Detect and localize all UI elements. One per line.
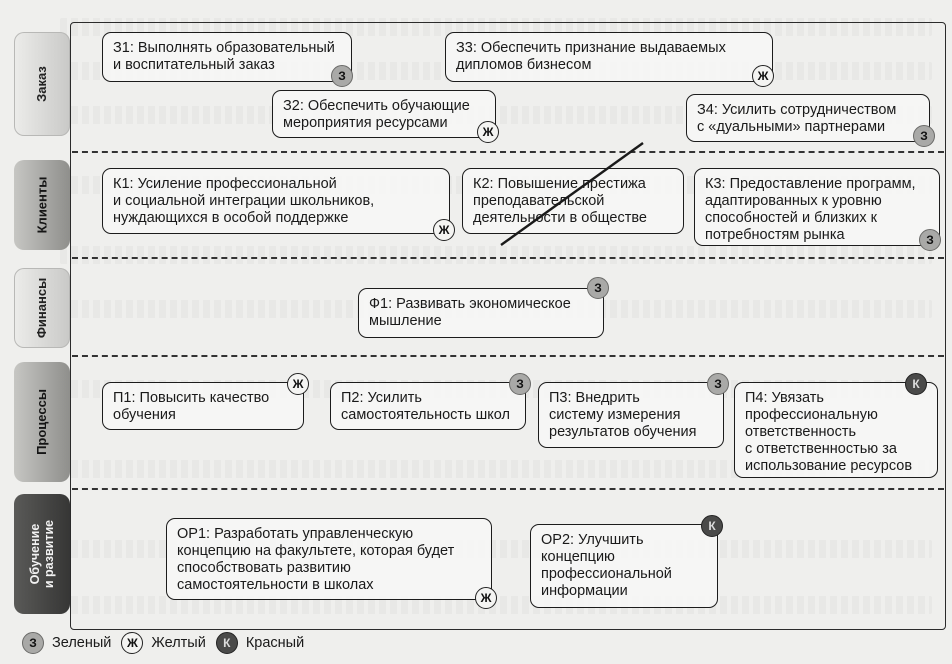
perspective-order: Заказ xyxy=(14,32,70,136)
row-separator xyxy=(72,488,944,490)
perspective-clients: Клиенты xyxy=(14,160,70,250)
perspective-learning: Обучение и развитие xyxy=(14,494,70,614)
status-badge-yellow: Ж xyxy=(475,587,497,609)
objective-k1[interactable]: К1: Усиление профессиональной и социальн… xyxy=(102,168,455,241)
perspective-processes-label: Процессы xyxy=(34,389,49,455)
objective-p1[interactable]: П1: Повысить качество обучения Ж xyxy=(102,373,309,430)
status-badge-green: З xyxy=(913,125,935,147)
legend-label-red: Красный xyxy=(245,635,305,651)
row-separator xyxy=(72,355,944,357)
perspective-finance-label: Финансы xyxy=(34,277,50,339)
objective-k3-text: К3: Предоставление программ, адаптирован… xyxy=(705,176,916,243)
legend-label-green: Зеленый xyxy=(52,635,112,651)
objective-k2-text: К2: Повышение престижа преподавательской… xyxy=(473,176,647,226)
objective-z1-text: З1: Выполнять образовательный и воспитат… xyxy=(113,40,335,73)
row-separator xyxy=(72,151,944,153)
objective-p2[interactable]: П2: Усилить самостоятельность школ З xyxy=(330,373,531,430)
status-badge-green: З xyxy=(919,229,941,251)
objective-z4-text: З4: Усилить сотрудничеством с «дуальными… xyxy=(697,102,897,135)
legend: З Зеленый Ж Желтый К Красный xyxy=(22,632,314,654)
objective-z2[interactable]: З2: Обеспечить обучающие мероприятия рес… xyxy=(272,90,499,143)
row-separator xyxy=(72,257,944,259)
status-badge-yellow: Ж xyxy=(287,373,309,395)
diagram-frame xyxy=(70,22,946,630)
objective-or1-text: ОР1: Разработать управленческую концепци… xyxy=(177,526,455,593)
objective-p4-text: П4: Увязать профессиональную ответственн… xyxy=(745,390,913,474)
legend-badge-red: К xyxy=(215,632,238,654)
status-badge-red: К xyxy=(905,373,927,395)
perspective-clients-label: Клиенты xyxy=(34,176,49,234)
status-badge-green: З xyxy=(707,373,729,395)
objective-or1[interactable]: ОР1: Разработать управленческую концепци… xyxy=(166,518,497,609)
objective-k3[interactable]: К3: Предоставление программ, адаптирован… xyxy=(694,168,941,251)
perspective-order-label: Заказ xyxy=(33,66,49,102)
perspective-finance: Финансы xyxy=(14,268,70,348)
objective-z3[interactable]: З3: Обеспечить признание выдаваемых дипл… xyxy=(445,32,774,87)
status-badge-yellow: Ж xyxy=(477,121,499,143)
objective-p2-text: П2: Усилить самостоятельность школ xyxy=(341,390,510,423)
legend-item-red: К Красный xyxy=(215,632,305,654)
status-badge-green: З xyxy=(509,373,531,395)
objective-p3[interactable]: П3: Внедрить систему измерения результат… xyxy=(538,373,729,448)
legend-label-yellow: Желтый xyxy=(151,635,206,651)
objective-k1-text: К1: Усиление профессиональной и социальн… xyxy=(113,176,375,226)
objective-f1-text: Ф1: Развивать экономическое мышление xyxy=(369,296,571,329)
perspective-learning-label: Обучение и развитие xyxy=(28,519,56,589)
objective-or2-text: ОР2: Улучшить концепцию профессиональной… xyxy=(541,532,672,599)
status-badge-yellow: Ж xyxy=(752,65,774,87)
objective-f1[interactable]: Ф1: Развивать экономическое мышление З xyxy=(358,277,609,338)
objective-p1-text: П1: Повысить качество обучения xyxy=(113,390,270,423)
objective-z4[interactable]: З4: Усилить сотрудничеством с «дуальными… xyxy=(686,94,935,147)
objective-p4[interactable]: П4: Увязать профессиональную ответственн… xyxy=(734,373,938,478)
objective-z2-text: З2: Обеспечить обучающие мероприятия рес… xyxy=(283,98,470,131)
status-badge-red: К xyxy=(701,515,723,537)
status-badge-green: З xyxy=(587,277,609,299)
status-badge-yellow: Ж xyxy=(433,219,455,241)
legend-badge-yellow: Ж xyxy=(121,632,144,654)
objective-p3-text: П3: Внедрить систему измерения результат… xyxy=(549,390,697,440)
status-badge-green: З xyxy=(331,65,353,87)
legend-badge-green: З xyxy=(22,632,44,654)
objective-k2[interactable]: К2: Повышение престижа преподавательской… xyxy=(462,142,684,246)
legend-item-green: З Зеленый xyxy=(22,632,111,654)
objective-z3-text: З3: Обеспечить признание выдаваемых дипл… xyxy=(456,40,726,73)
objective-or2[interactable]: ОР2: Улучшить концепцию профессиональной… xyxy=(530,515,723,608)
objective-z1[interactable]: З1: Выполнять образовательный и воспитат… xyxy=(102,32,353,87)
perspective-processes: Процессы xyxy=(14,362,70,482)
legend-item-yellow: Ж Желтый xyxy=(121,632,206,654)
